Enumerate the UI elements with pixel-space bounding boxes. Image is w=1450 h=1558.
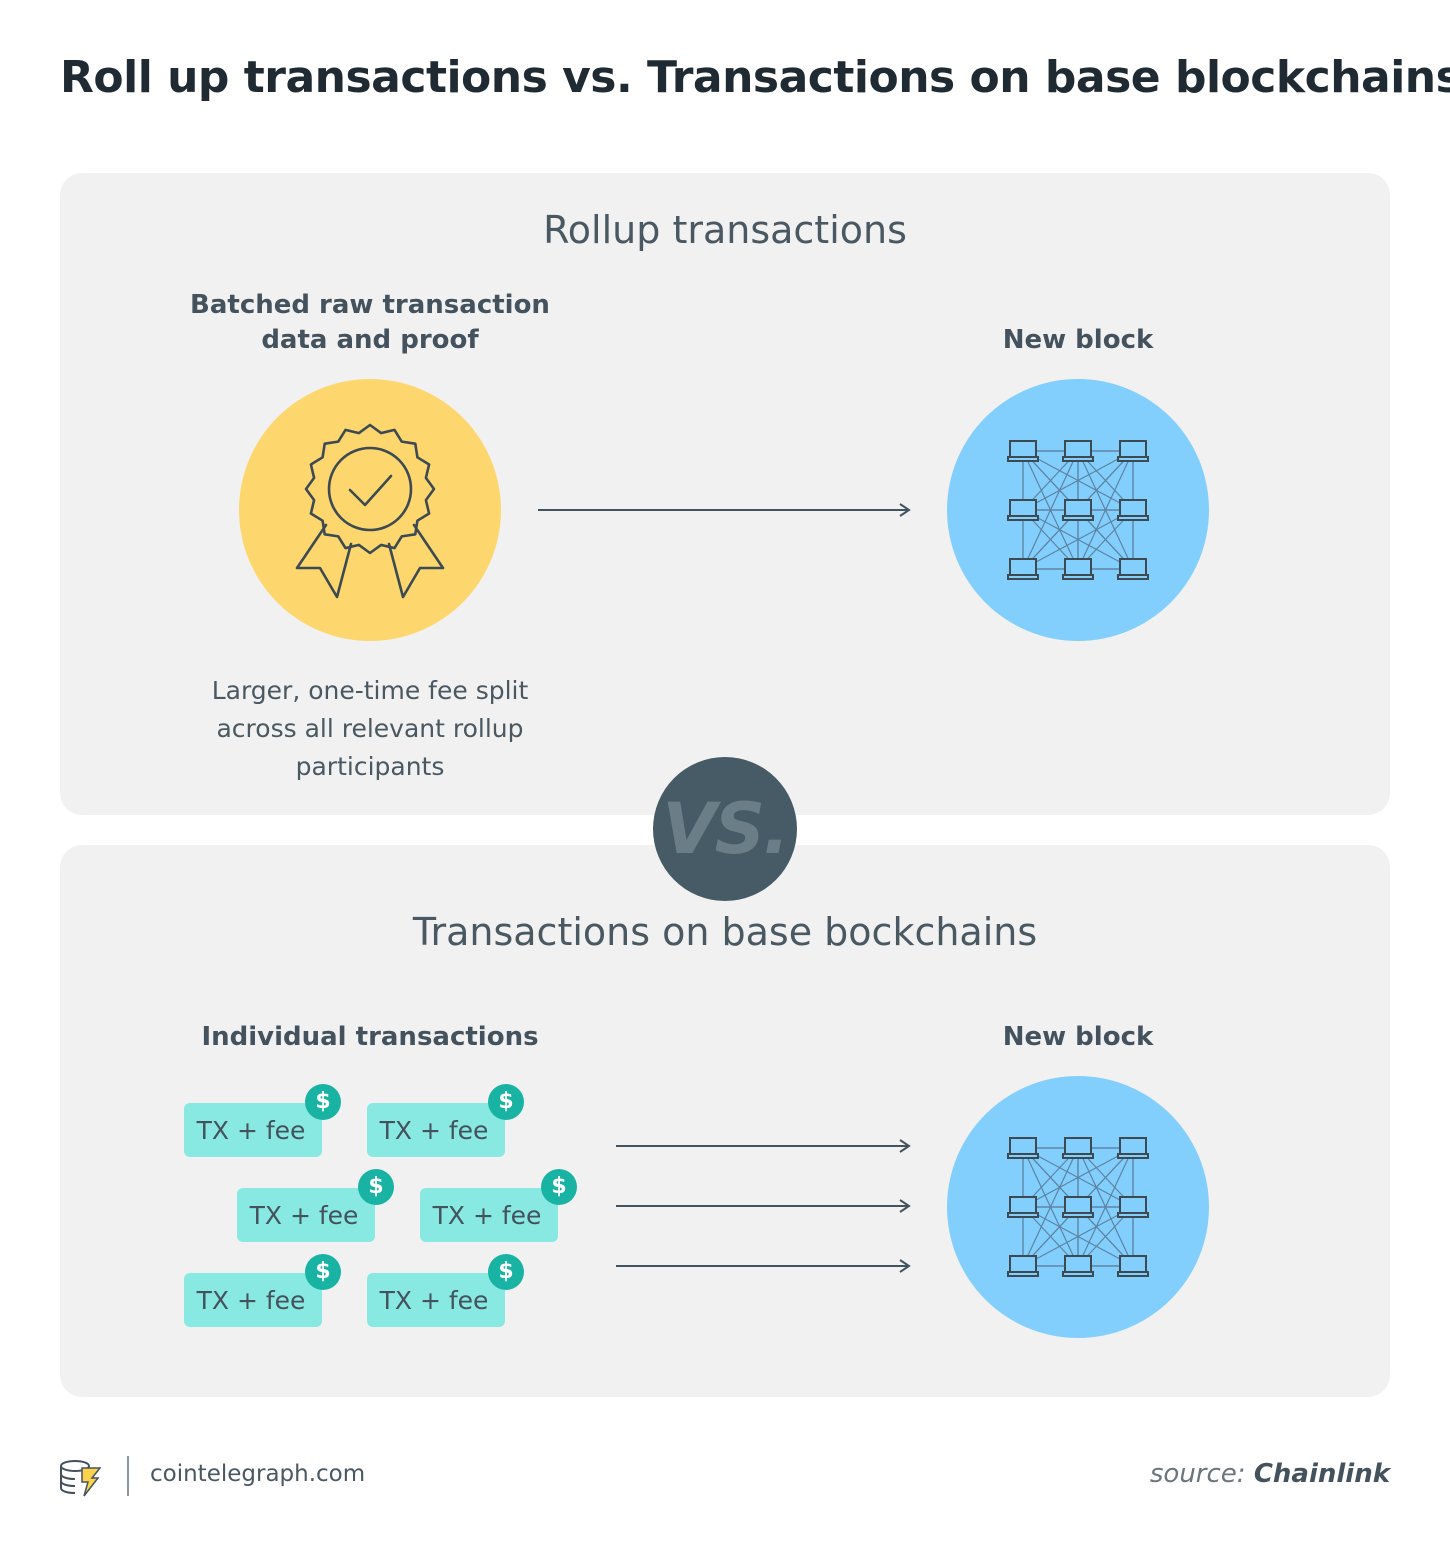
rollup-source-label: Batched raw transaction data and proof — [170, 288, 570, 358]
award-badge-checkmark-icon — [295, 423, 445, 599]
laptop-node-icon — [1007, 558, 1039, 580]
dollar-coin-icon: $ — [358, 1169, 394, 1205]
laptop-node-icon — [1117, 499, 1149, 521]
footer-site: cointelegraph.com — [150, 1461, 366, 1487]
rollup-target-label: New block — [1002, 325, 1154, 355]
laptop-node-icon — [1117, 440, 1149, 462]
badge-circle — [239, 379, 501, 641]
laptop-node-icon — [1062, 1196, 1094, 1218]
laptop-node-icon — [1117, 1196, 1149, 1218]
dollar-coin-icon: $ — [541, 1169, 577, 1205]
source-name: Chainlink — [1253, 1459, 1390, 1489]
rollup-heading: Rollup transactions — [543, 208, 907, 252]
base-network-circle — [947, 1076, 1209, 1338]
laptop-node-icon — [1062, 1255, 1094, 1277]
laptop-node-icon — [1062, 1137, 1094, 1159]
base-target-label: New block — [1002, 1022, 1154, 1052]
rollup-network-circle — [947, 379, 1209, 641]
laptop-node-icon — [1117, 1137, 1149, 1159]
laptop-node-icon — [1062, 499, 1094, 521]
base-source-label: Individual transactions — [201, 1022, 539, 1052]
rollup-arrow — [538, 503, 911, 517]
laptop-node-icon — [1007, 1196, 1039, 1218]
tx-box: TX + fee — [367, 1103, 505, 1157]
rollup-source-label-line2: data and proof — [261, 325, 479, 355]
source-credit: source: Chainlink — [1150, 1459, 1390, 1489]
tx-box: TX + fee — [184, 1273, 322, 1327]
tx-box: TX + fee — [237, 1188, 375, 1242]
tx-box: TX + fee — [184, 1103, 322, 1157]
dollar-coin-icon: $ — [305, 1084, 341, 1120]
laptop-node-icon — [1007, 499, 1039, 521]
network-mesh-icon — [1007, 440, 1149, 580]
dollar-coin-icon: $ — [305, 1254, 341, 1290]
laptop-node-icon — [1062, 440, 1094, 462]
vs-badge: VS. — [653, 757, 797, 901]
tx-box: TX + fee — [420, 1188, 558, 1242]
rollup-note-line2: across all relevant rollup — [216, 714, 524, 743]
rollup-note: Larger, one-time fee split across all re… — [170, 672, 570, 786]
vs-label: VS. — [662, 788, 789, 870]
network-mesh-icon — [1007, 1137, 1149, 1277]
laptop-node-icon — [1117, 558, 1149, 580]
laptop-node-icon — [1007, 1255, 1039, 1277]
laptop-node-icon — [1007, 1137, 1039, 1159]
laptop-node-icon — [1062, 558, 1094, 580]
base-arrows — [616, 1139, 911, 1273]
dollar-coin-icon: $ — [488, 1254, 524, 1290]
source-prefix: source: — [1149, 1459, 1246, 1489]
laptop-node-icon — [1007, 440, 1039, 462]
page-title: Roll up transactions vs. Transactions on… — [60, 52, 1450, 103]
laptop-node-icon — [1117, 1255, 1149, 1277]
cointelegraph-logo-icon — [60, 1460, 102, 1497]
rollup-note-line1: Larger, one-time fee split — [211, 676, 529, 705]
rollup-note-line3: participants — [295, 752, 445, 781]
rollup-source-label-line1: Batched raw transaction — [190, 290, 550, 320]
tx-box: TX + fee — [367, 1273, 505, 1327]
dollar-coin-icon: $ — [488, 1084, 524, 1120]
base-heading: Transactions on base bockchains — [412, 910, 1038, 954]
footer-divider — [127, 1456, 129, 1496]
